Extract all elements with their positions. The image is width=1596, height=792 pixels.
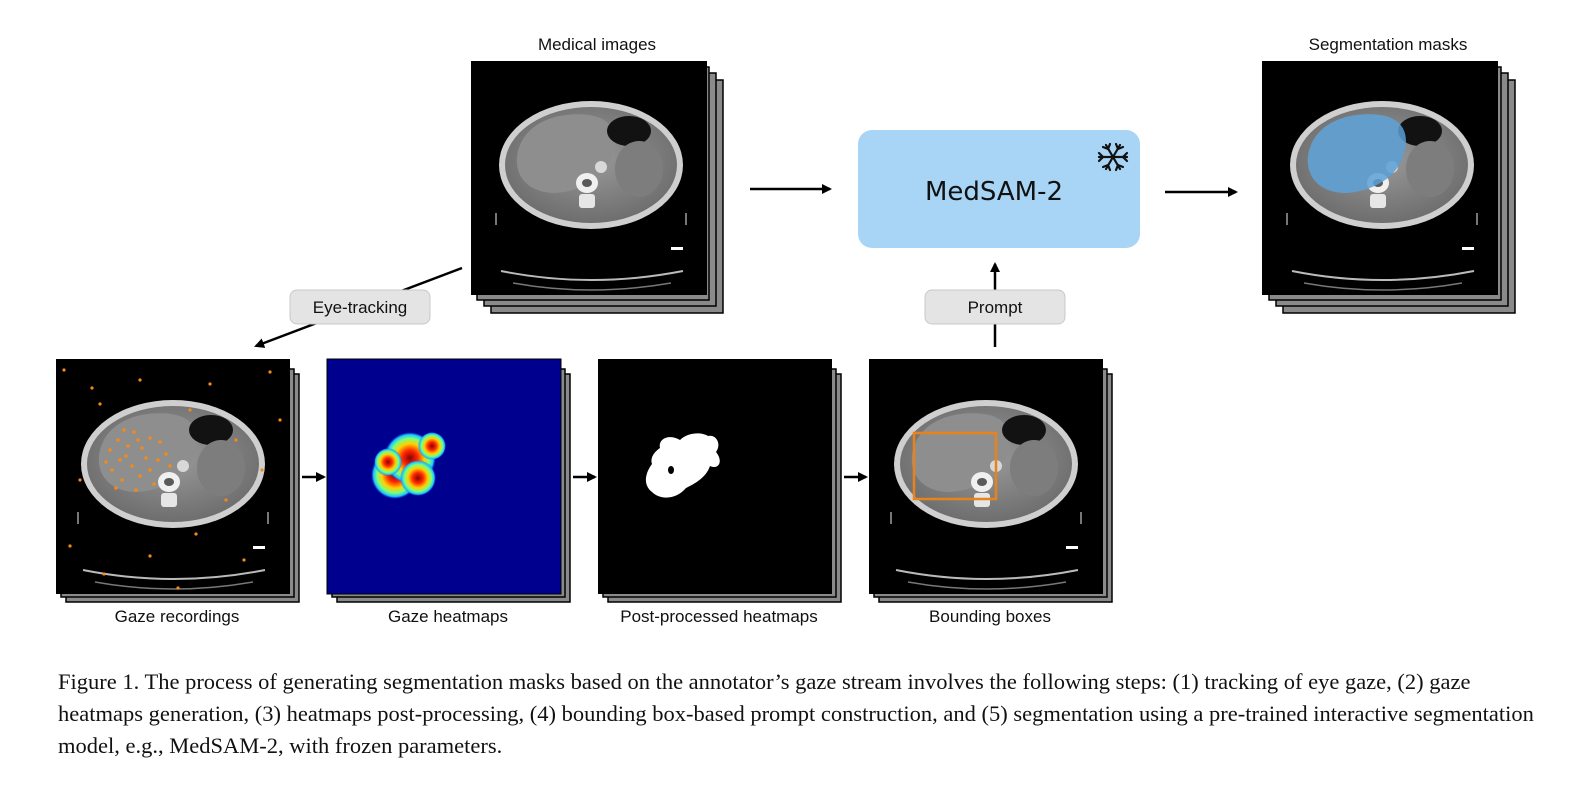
prompt-label: Prompt <box>968 298 1023 317</box>
snowflake-icon <box>1097 142 1129 172</box>
gaze-points <box>62 368 282 590</box>
gaze-recordings-stack <box>56 359 300 603</box>
prompt-pill: Prompt <box>924 289 1066 325</box>
bounding-box <box>912 431 998 501</box>
bounding-boxes-stack <box>869 359 1113 603</box>
eye-tracking-pill: Eye-tracking <box>289 289 431 325</box>
binary-mask <box>645 433 720 498</box>
post-processed-stack <box>598 359 842 603</box>
medsam2-model-box: MedSAM-2 <box>858 130 1140 248</box>
segmentation-masks-stack <box>1262 61 1516 314</box>
heatmap-hotspots <box>371 432 446 499</box>
model-name: MedSAM-2 <box>925 177 1063 207</box>
post-processed-label: Post-processed heatmaps <box>620 607 818 626</box>
gaze-heatmaps-label: Gaze heatmaps <box>388 607 508 626</box>
gaze-recordings-label: Gaze recordings <box>115 607 240 626</box>
medical-images-label: Medical images <box>538 35 656 54</box>
segmentation-masks-label: Segmentation masks <box>1309 35 1468 54</box>
bounding-boxes-label: Bounding boxes <box>929 607 1051 626</box>
gaze-heatmaps-stack <box>326 358 571 603</box>
liver-mask-overlay <box>1307 114 1406 193</box>
figure-caption: Figure 1. The process of generating segm… <box>58 669 1534 758</box>
eye-tracking-label: Eye-tracking <box>313 298 407 317</box>
medical-images-stack <box>471 61 724 314</box>
